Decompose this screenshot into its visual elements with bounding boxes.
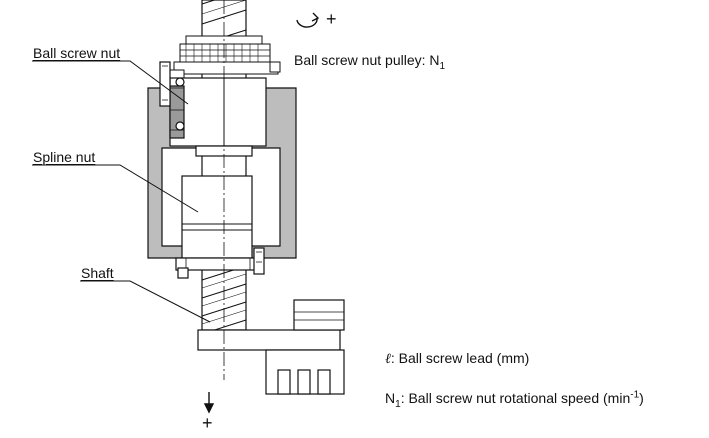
speed-legend-close: ) [639, 390, 644, 406]
speed-legend: N1: Ball screw nut rotational speed (min… [385, 389, 644, 409]
mounting-bracket [197, 299, 345, 395]
leader-lines [32, 60, 211, 323]
pulley-label-text: Ball screw nut pulley: N [294, 52, 440, 68]
pulley-label-subscript: 1 [439, 60, 446, 72]
down-arrow-icon [203, 392, 215, 414]
pulley-label: Ball screw nut pulley: N1 [294, 52, 445, 71]
ball-screw-nut-label: Ball screw nut [33, 45, 121, 61]
speed-unit-superscript: -1 [630, 389, 640, 401]
rotation-plus-sign: + [326, 9, 337, 29]
lead-legend: ℓ: Ball screw lead (mm) [385, 350, 529, 367]
lead-symbol: ℓ [385, 351, 391, 367]
shaft-label: Shaft [81, 265, 114, 281]
ball-screw-nut-pulley [165, 35, 281, 79]
spline-nut-body [175, 175, 265, 279]
lead-legend-text: : Ball screw lead (mm) [390, 350, 530, 366]
speed-symbol: N [385, 390, 396, 406]
speed-symbol-subscript: 1 [395, 398, 401, 410]
rotation-arrow-icon [296, 12, 320, 28]
speed-legend-text: : Ball screw nut rotational speed (min [400, 390, 631, 406]
spline-nut-label: Spline nut [33, 149, 96, 165]
axial-plus-sign: + [202, 413, 213, 433]
